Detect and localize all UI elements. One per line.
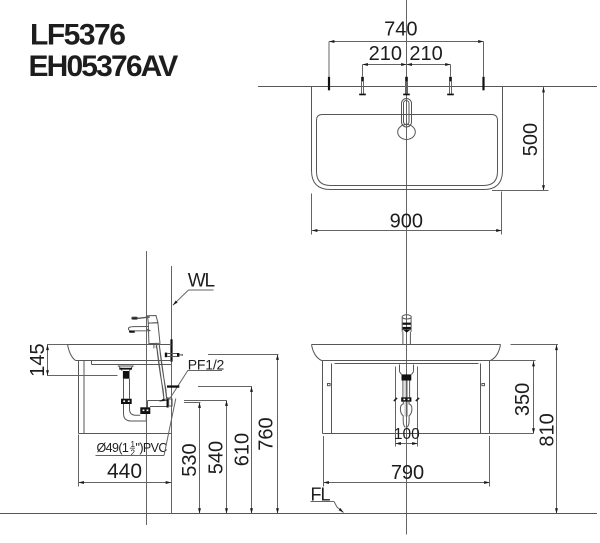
svg-text:210: 210 <box>409 43 442 65</box>
svg-text:540: 540 <box>205 441 227 474</box>
svg-text:PF1/2: PF1/2 <box>188 356 225 372</box>
svg-text:900: 900 <box>390 211 423 233</box>
svg-text:145: 145 <box>27 343 49 376</box>
svg-text:500: 500 <box>520 123 542 156</box>
svg-text:350: 350 <box>512 383 534 416</box>
svg-text:440: 440 <box>107 460 142 483</box>
svg-text:FL: FL <box>311 485 331 505</box>
svg-text:530: 530 <box>179 443 201 476</box>
svg-text:740: 740 <box>384 18 417 40</box>
svg-text:810: 810 <box>537 413 559 446</box>
svg-text:EH05376AV: EH05376AV <box>29 50 179 83</box>
svg-text:LF5376: LF5376 <box>30 19 125 52</box>
svg-text:1: 1 <box>131 440 136 449</box>
svg-text:100: 100 <box>394 426 420 443</box>
svg-text:790: 790 <box>391 462 424 484</box>
svg-text:WL: WL <box>188 271 215 292</box>
svg-text:Ø49(1: Ø49(1 <box>97 441 129 455</box>
svg-text:760: 760 <box>256 417 278 450</box>
svg-text:2: 2 <box>131 449 136 458</box>
svg-text:610: 610 <box>231 433 253 466</box>
svg-text:")PVC: ")PVC <box>136 441 168 455</box>
svg-text:210: 210 <box>369 43 402 65</box>
